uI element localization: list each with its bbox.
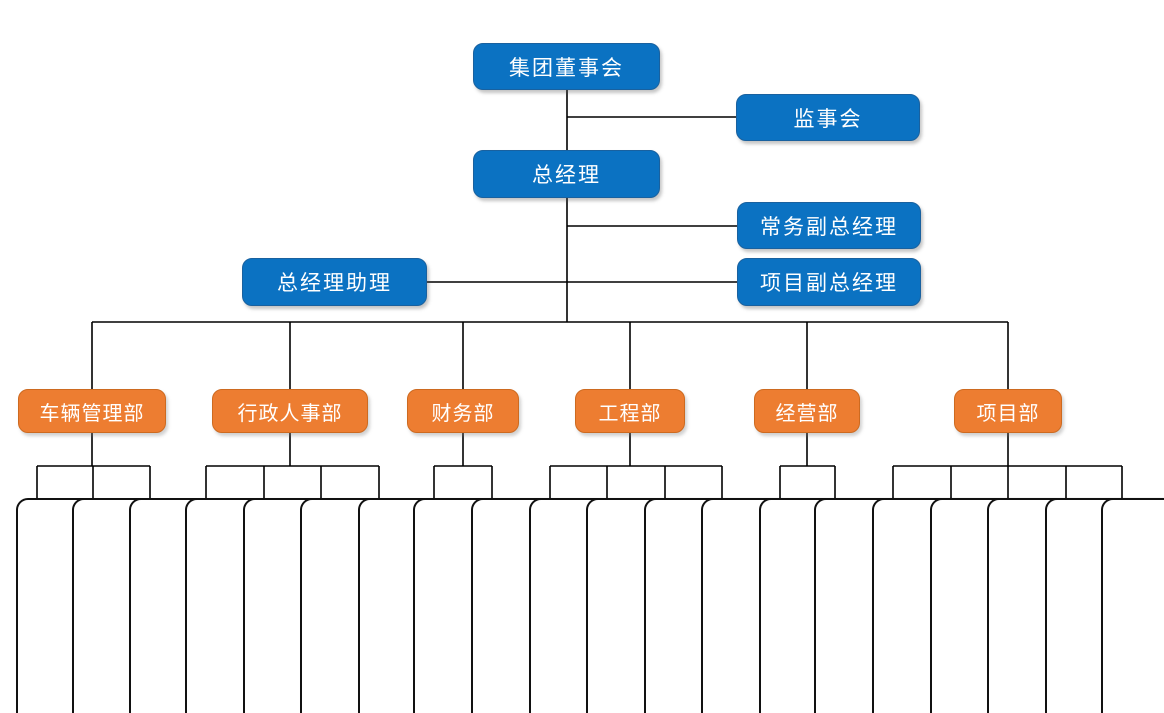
position-node: 质检岗 <box>1101 498 1164 713</box>
dept-finance: 财务部 <box>407 389 519 433</box>
node-executive-deputy-general-manager: 常务副总经理 <box>737 202 921 249</box>
node-supervisory-board: 监事会 <box>736 94 920 141</box>
dept-engineering: 工程部 <box>575 389 685 433</box>
node-general-manager: 总经理 <box>473 150 660 198</box>
dept-operations: 经营部 <box>754 389 860 433</box>
dept-project: 项目部 <box>954 389 1062 433</box>
dept-vehicle-management: 车辆管理部 <box>18 389 166 433</box>
node-general-manager-assistant: 总经理助理 <box>242 258 427 306</box>
node-project-deputy-general-manager: 项目副总经理 <box>737 258 921 306</box>
dept-admin-hr: 行政人事部 <box>212 389 368 433</box>
node-group-board: 集团董事会 <box>473 43 660 90</box>
